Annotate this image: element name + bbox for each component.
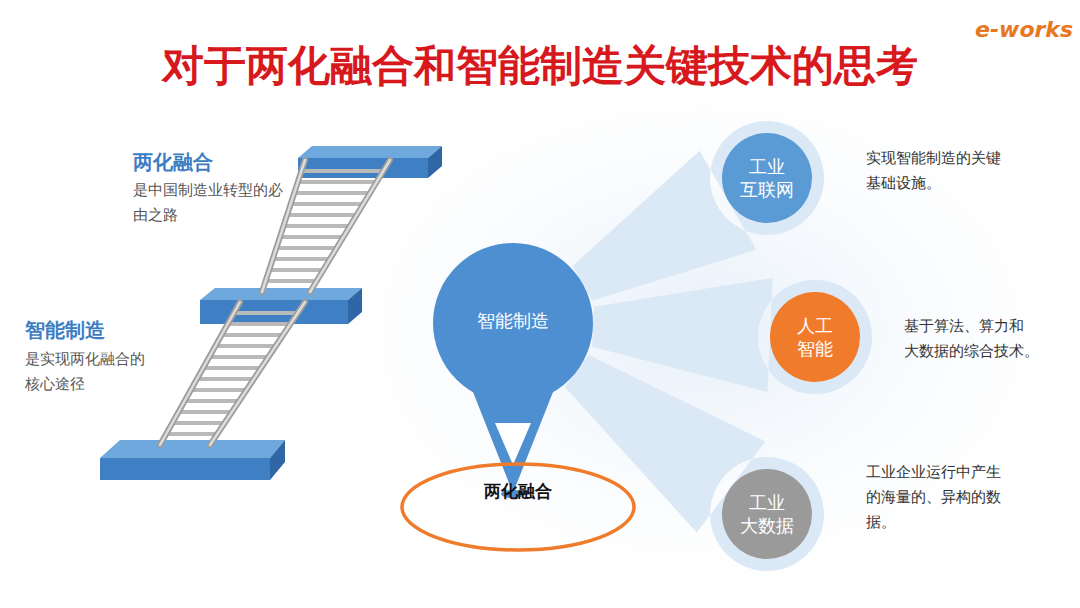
node-label: 智能制造 (438, 309, 588, 332)
heading: 智能制造 (25, 314, 165, 347)
ladder-rung (185, 399, 240, 403)
circle-shape (722, 469, 812, 559)
ladder-rung (294, 191, 370, 195)
node-label: 两化融合 (418, 480, 618, 502)
ladder-rung (166, 432, 217, 436)
label-box: 两化融合 (133, 146, 273, 179)
background-glow (270, 30, 1080, 608)
ladder-rung (276, 246, 336, 250)
tech-circle: 人工 智能 (770, 292, 860, 382)
base-ellipse-outline (400, 462, 636, 552)
label-box: 是中国制造业转型的必 由之路 (133, 178, 288, 228)
pin-tip (473, 392, 553, 493)
funnel-connector (573, 121, 824, 301)
ladder-rung (191, 388, 247, 392)
tech-circle-outline (770, 292, 860, 382)
platform (200, 288, 362, 324)
ladder-rung (172, 421, 224, 425)
label-box: 工业企业运行中产生 的海量的、异构的数 据。 (866, 460, 1007, 534)
circle-shape (770, 292, 860, 382)
base-ellipse: 两化融合 (400, 462, 636, 552)
platform (298, 146, 442, 178)
ladder-rung (280, 235, 343, 239)
ladder-rail (262, 160, 305, 292)
node-label: 工业 大数据 (739, 491, 795, 538)
pin-node-outline (428, 243, 598, 493)
pin-mark (495, 423, 531, 465)
label-box: e-works (975, 12, 1075, 48)
ladder-rail (160, 302, 240, 445)
description: 实现智能制造的关键 基础设施。 (866, 146, 1007, 196)
ladder-rung (215, 344, 275, 348)
circle-shape (722, 133, 812, 223)
ladder-rung (234, 311, 298, 315)
ladder-rung (203, 366, 261, 370)
ladder-rung (269, 268, 323, 272)
description: 是中国制造业转型的必 由之路 (133, 178, 288, 228)
platform (100, 440, 285, 480)
ladder-rung (284, 224, 351, 228)
ladder-rail (262, 160, 305, 292)
label-box: 基于算法、算力和 大数据的综合技术。 (904, 314, 1041, 364)
title-box: 对于两化融合和智能制造关键技术的思考 (0, 38, 1080, 94)
ladder (160, 160, 390, 445)
node-label: 人工 智能 (787, 314, 843, 361)
label-box: 实现智能制造的关键 基础设施。 (866, 146, 1007, 196)
pin-head (433, 243, 593, 403)
ladder-rung (222, 333, 284, 337)
description: 基于算法、算力和 大数据的综合技术。 (904, 314, 1041, 364)
ladder-rail (210, 302, 305, 445)
ladder-rung (228, 322, 291, 326)
ladder-rung (273, 257, 330, 261)
funnel-connector (565, 355, 824, 571)
ladder-rung (291, 202, 364, 206)
ladder-rail (310, 160, 390, 292)
ladder-rung (287, 213, 357, 217)
label-box: 是实现两化融合的 核心途径 (25, 347, 153, 397)
ellipse-shape (402, 464, 634, 550)
ladder-rung (209, 355, 268, 359)
title: 对于两化融合和智能制造关键技术的思考 (162, 41, 918, 90)
logo: e-works (975, 12, 1075, 48)
funnel-connector (592, 278, 872, 394)
ladder-rung (197, 377, 254, 381)
ladder-rail (210, 302, 305, 445)
description: 工业企业运行中产生 的海量的、异构的数 据。 (866, 460, 1007, 534)
tech-circle-outline (722, 469, 812, 559)
pin-node: 智能制造 (428, 243, 598, 493)
description: 是实现两化融合的 核心途径 (25, 347, 153, 397)
ladder-rung (178, 410, 231, 414)
node-label: 工业 互联网 (739, 155, 795, 202)
ladder-rung (301, 169, 383, 173)
ladder-rung (298, 180, 377, 184)
ladder-rung (266, 279, 317, 283)
ladder-rail (160, 302, 240, 445)
tech-circle-outline (722, 133, 812, 223)
ladder-rail (310, 160, 390, 292)
label-box: 智能制造 (25, 314, 165, 347)
heading: 两化融合 (133, 146, 273, 179)
tech-circle: 工业 大数据 (722, 469, 812, 559)
tech-circle: 工业 互联网 (722, 133, 812, 223)
